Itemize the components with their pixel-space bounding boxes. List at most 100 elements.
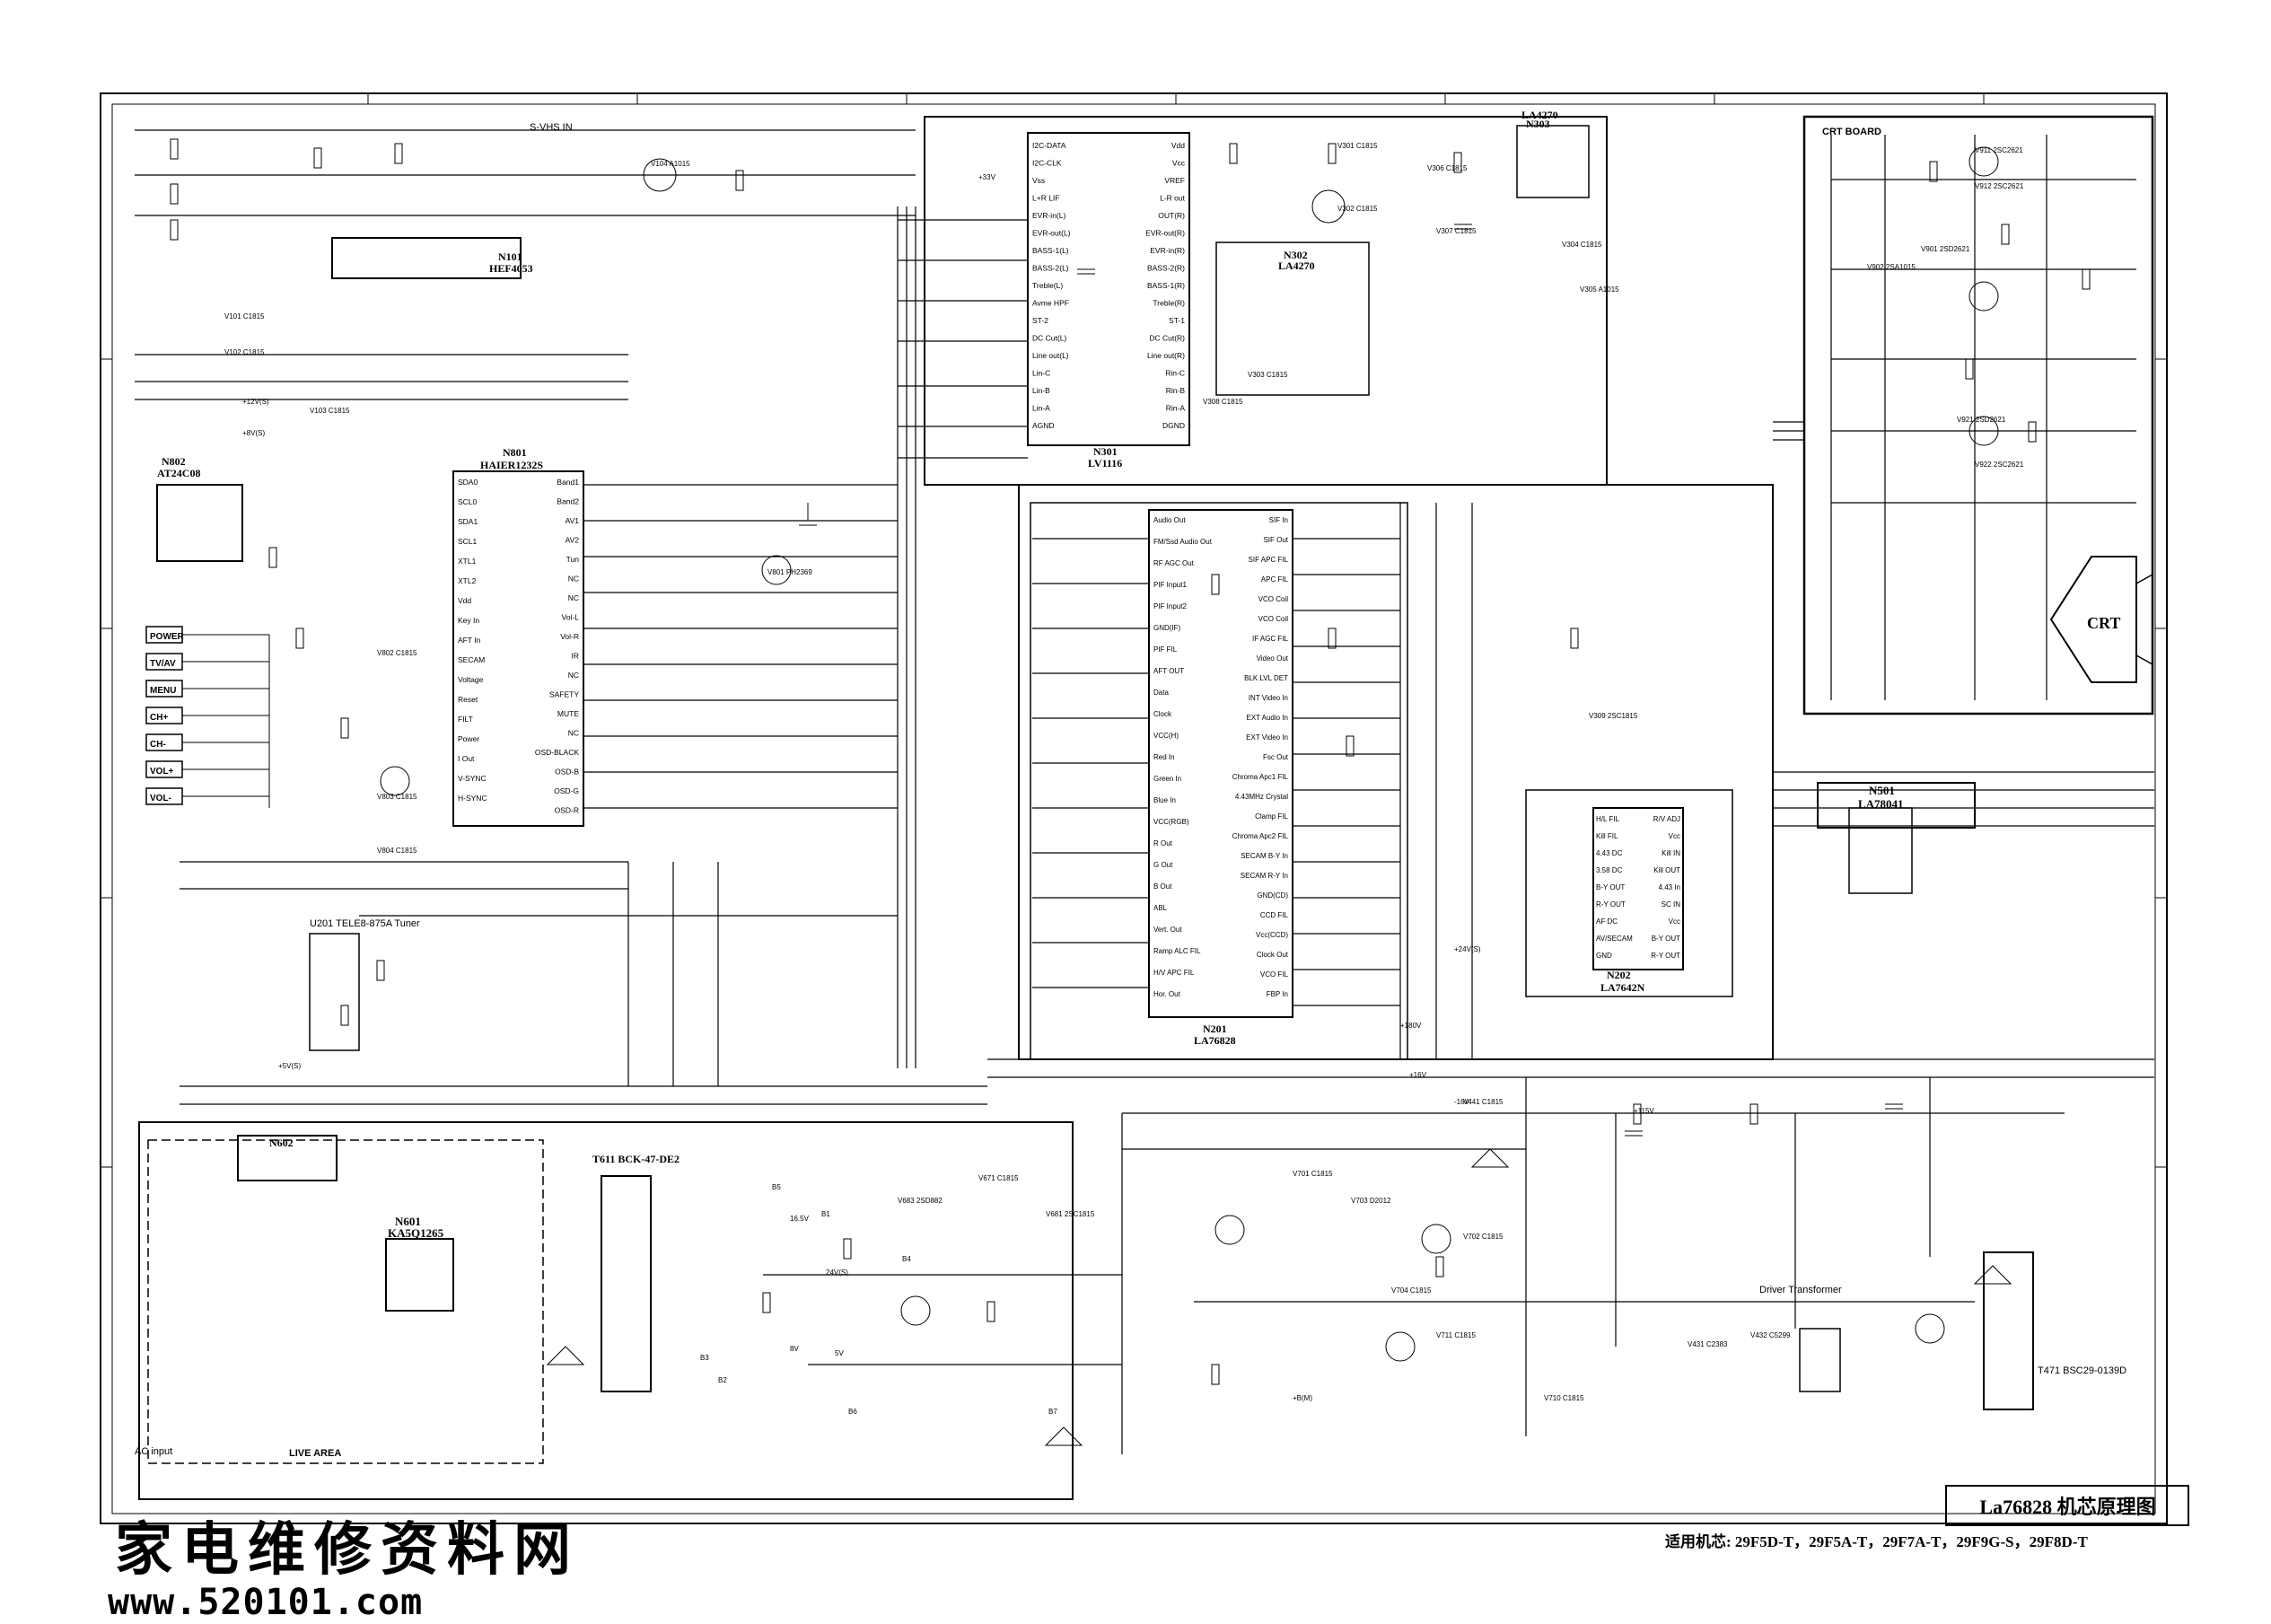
key-label-power: POWER bbox=[150, 632, 185, 642]
net-label-1: +8V(S) bbox=[242, 429, 265, 437]
n201-ref: N201 bbox=[1203, 1023, 1227, 1035]
transistor-label-19: V441 C1815 bbox=[1463, 1098, 1504, 1106]
tuner-label: U201 TELE8-875A Tuner bbox=[310, 918, 420, 929]
n301-pin-left-10: ST-2 bbox=[1032, 316, 1048, 325]
t471-label: T471 BSC29-0139D bbox=[2038, 1365, 2126, 1376]
n601-ref: N601 bbox=[395, 1215, 421, 1228]
key-label-vol-up: VOL+ bbox=[150, 767, 174, 777]
n801-pin-left-10: Voltage bbox=[458, 675, 484, 684]
drawing-title: La76828 机芯原理图 bbox=[1979, 1496, 2156, 1518]
transistor-label-17: V431 C2383 bbox=[1688, 1340, 1728, 1348]
n201-pin-right-11: EXT Video In bbox=[1246, 733, 1288, 742]
n202-pin-right-2: Kill IN bbox=[1662, 849, 1680, 857]
n202-chip bbox=[1592, 807, 1684, 970]
crt-board-frame bbox=[1802, 115, 2154, 715]
n301-pin-right-1: Vcc bbox=[1172, 159, 1186, 168]
n201-pin-left-21: H/V APC FIL bbox=[1153, 969, 1195, 977]
n301-pin-left-16: AGND bbox=[1032, 421, 1055, 430]
n302-ref: N302 bbox=[1284, 249, 1308, 261]
transistor-label-0: V101 C1815 bbox=[224, 312, 265, 320]
n201-pin-left-1: FM/Ssd Audio Out bbox=[1153, 538, 1213, 546]
net-labels: +12V(S)+8V(S)+5V(S)+33V+16V-16V+24V(S)+1… bbox=[242, 173, 1654, 1416]
n301-pin-right-10: ST-1 bbox=[1169, 316, 1185, 325]
n801-pin-left-0: SDA0 bbox=[458, 478, 478, 487]
transistor-label-27: V710 C1815 bbox=[1544, 1394, 1584, 1402]
applicable-models: 适用机芯: 29F5D-T，29F5A-T，29F7A-T，29F9G-S，29… bbox=[1665, 1529, 2088, 1551]
n202-pin-left-1: Kill FIL bbox=[1596, 832, 1618, 840]
power-section-frame bbox=[138, 1121, 1074, 1500]
n303-part: LA4270 bbox=[1521, 109, 1558, 121]
crt-board-label: CRT BOARD bbox=[1822, 127, 1881, 137]
n801-pin-right-5: NC bbox=[568, 575, 579, 584]
frame-ticks bbox=[101, 93, 2167, 1168]
transistor-label-22: V683 2SD882 bbox=[898, 1197, 943, 1205]
n201-pin-left-14: VCC(RGB) bbox=[1153, 818, 1189, 826]
n302-part: LA4270 bbox=[1278, 259, 1315, 272]
n201-pin-right-5: VCO Coil bbox=[1258, 615, 1289, 623]
n301-pin-left-5: EVR-out(L) bbox=[1032, 229, 1071, 238]
transistor-label-18: V432 C5299 bbox=[1750, 1331, 1791, 1339]
n201-pin-left-4: PIF Input2 bbox=[1153, 602, 1187, 610]
n301-pin-right-4: OUT(R) bbox=[1158, 211, 1185, 220]
net-label-0: +12V(S) bbox=[242, 398, 269, 406]
transistor-label-23: V701 C1815 bbox=[1293, 1170, 1333, 1178]
n201-pin-right-3: APC FIL bbox=[1261, 575, 1289, 584]
key-label-tv-av: TV/AV bbox=[150, 659, 176, 669]
net-label-20: B7 bbox=[1048, 1408, 1057, 1416]
n801-part: HAIER1232S bbox=[480, 459, 543, 471]
n801-pin-left-5: XTL2 bbox=[458, 576, 477, 585]
n301-pin-left-13: Lin-C bbox=[1032, 369, 1050, 378]
n801-pin-left-7: Key In bbox=[458, 616, 479, 625]
n201-pin-right-23: VCO FIL bbox=[1260, 970, 1289, 979]
n501-chip bbox=[1817, 782, 1976, 829]
n202-pin-left-8: GND bbox=[1596, 952, 1612, 960]
n202-part: LA7642N bbox=[1600, 981, 1645, 994]
chip-labels: N801 HAIER1232S N301 LV1116 N302 LA4270 … bbox=[157, 109, 1904, 1240]
net-label-10: 24V(S) bbox=[826, 1268, 848, 1277]
n202-pin-left-7: AV/SECAM bbox=[1596, 935, 1633, 943]
t431-driver bbox=[1799, 1328, 1841, 1392]
n301-pin-left-15: Lin-A bbox=[1032, 404, 1050, 413]
n802-chip bbox=[156, 484, 243, 562]
n501-body bbox=[1848, 807, 1913, 894]
inner-frame bbox=[111, 103, 2156, 1514]
n301-pin-left-0: I2C-DATA bbox=[1032, 141, 1066, 150]
n801-pin-left-16: H-SYNC bbox=[458, 794, 487, 803]
n301-pin-left-1: I2C-CLK bbox=[1032, 159, 1062, 168]
n801-pin-right-0: Band1 bbox=[557, 478, 579, 487]
n601-part: KA5Q1265 bbox=[388, 1226, 444, 1240]
n301-pin-right-8: BASS-1(R) bbox=[1147, 281, 1185, 290]
n801-pin-right-12: MUTE bbox=[557, 709, 579, 718]
n201-pin-left-10: VCC(H) bbox=[1153, 732, 1179, 740]
n201-pin-right-15: Clamp FIL bbox=[1255, 812, 1288, 821]
transistor-label-6: V803 C1815 bbox=[377, 793, 417, 801]
n301-pin-right-3: L-R out bbox=[1160, 194, 1186, 203]
n201-pin-left-15: R Out bbox=[1153, 839, 1173, 847]
n301-pin-left-12: Line out(L) bbox=[1032, 351, 1069, 360]
key-label-ch-up: CH+ bbox=[150, 713, 168, 723]
key-label-vol-down: VOL- bbox=[150, 794, 171, 803]
n301-pin-right-5: EVR-out(R) bbox=[1145, 229, 1185, 238]
n201-pin-left-8: Data bbox=[1153, 689, 1169, 697]
transistor-label-8: V301 C1815 bbox=[1337, 142, 1378, 150]
live-area-frame bbox=[147, 1139, 544, 1464]
net-label-12: 5V bbox=[835, 1349, 844, 1357]
n202-pin-left-3: 3.58 DC bbox=[1596, 866, 1623, 874]
n201-part: LA76828 bbox=[1194, 1034, 1236, 1047]
n201-pin-left-11: Red In bbox=[1153, 753, 1175, 761]
outer-frame bbox=[100, 92, 2168, 1524]
transistor-label-25: V703 D2012 bbox=[1351, 1197, 1391, 1205]
n201-pin-right-9: INT Video In bbox=[1249, 694, 1288, 702]
n201-pin-left-22: Hor. Out bbox=[1153, 990, 1181, 998]
transistor-label-21: V681 2SC1815 bbox=[1046, 1210, 1095, 1218]
watermark-site-name: 家电维修资料网 bbox=[115, 1516, 580, 1584]
n801-pin-right-14: OSD-BLACK bbox=[535, 748, 579, 757]
n801-pin-right-15: OSD-B bbox=[555, 768, 579, 777]
n201-pin-right-24: FBP In bbox=[1267, 990, 1288, 998]
n301-pin-left-8: Treble(L) bbox=[1032, 281, 1063, 290]
t611-label: T611 BCK-47-DE2 bbox=[592, 1153, 680, 1165]
